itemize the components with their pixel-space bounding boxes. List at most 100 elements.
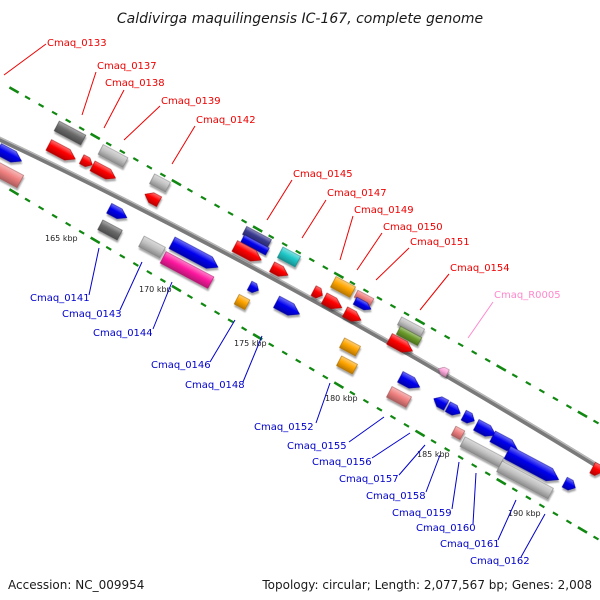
scale-tick xyxy=(322,265,329,270)
leader-line xyxy=(242,335,263,383)
leader-line xyxy=(472,472,477,525)
scale-tick xyxy=(200,195,207,201)
gene-label: Cmaq_0144 xyxy=(93,328,153,339)
gene-feature xyxy=(89,160,116,180)
scale-tick xyxy=(200,302,207,308)
genome-backbone xyxy=(0,136,600,471)
scale-tick xyxy=(457,342,464,348)
leader-line xyxy=(348,416,385,443)
gene-label: Cmaq_0151 xyxy=(410,237,470,248)
scale-tick xyxy=(89,236,101,245)
gene-label: Cmaq_0142 xyxy=(196,115,256,126)
scale-tick xyxy=(252,333,263,341)
gene-label: Cmaq_0150 xyxy=(383,222,443,233)
gene-feature xyxy=(342,306,362,322)
scale-tick xyxy=(171,284,182,293)
gene-feature xyxy=(438,366,450,378)
gene-feature xyxy=(444,401,461,416)
scale-tick xyxy=(281,350,288,356)
leader-line xyxy=(171,125,196,165)
gene-feature xyxy=(352,296,372,311)
scale-tick xyxy=(430,439,437,444)
leader-line xyxy=(152,281,173,330)
leader-line xyxy=(266,179,293,221)
scale-tick xyxy=(511,373,518,379)
scale-tick xyxy=(577,526,588,534)
gene-feature xyxy=(231,240,262,262)
scale-tick xyxy=(525,381,532,386)
scale-tick xyxy=(322,374,329,380)
gene-feature xyxy=(0,161,25,189)
gene-label: Cmaq_0146 xyxy=(151,360,211,371)
scale-tick xyxy=(8,188,20,196)
gene-feature xyxy=(78,154,93,168)
scale-label: 165 kbp xyxy=(45,234,78,243)
leader-line xyxy=(467,301,494,339)
gene-feature xyxy=(0,143,22,163)
scale-tick xyxy=(552,511,559,517)
scale-tick xyxy=(308,257,315,263)
scale-tick xyxy=(241,218,248,224)
genes_top-labels: Cmaq_0133Cmaq_0137Cmaq_0138Cmaq_0139Cmaq… xyxy=(3,38,510,311)
gene-feature xyxy=(503,445,560,482)
gene-label: Cmaq_0147 xyxy=(327,188,387,199)
gene-feature xyxy=(589,461,600,476)
scale-label: 175 kbp xyxy=(234,339,267,348)
scale-tick xyxy=(471,463,478,469)
scale-label: 180 kbp xyxy=(325,394,358,403)
scale-tick xyxy=(24,95,31,101)
gene-feature xyxy=(97,219,123,241)
gene-label: Cmaq_0158 xyxy=(366,491,426,502)
scale-tick xyxy=(444,334,451,340)
scale-tick xyxy=(471,350,478,355)
gene-label: Cmaq_0157 xyxy=(339,474,399,485)
leader-line xyxy=(301,199,327,239)
gene-feature xyxy=(310,285,323,299)
leader-line xyxy=(103,89,125,129)
scale-tick xyxy=(78,126,85,131)
gene-label: Cmaq_0145 xyxy=(293,169,353,180)
backbone-highlight xyxy=(0,136,600,467)
gene-feature xyxy=(45,139,76,161)
leader-line xyxy=(419,273,450,311)
scale-tick xyxy=(38,103,45,108)
gene-features xyxy=(0,120,600,500)
gene-feature xyxy=(473,419,497,437)
gene-feature xyxy=(269,261,289,277)
scale-tick xyxy=(119,253,126,259)
scale-ticks-inner xyxy=(8,188,600,541)
scale-tick xyxy=(592,419,600,425)
scale-tick xyxy=(349,280,356,286)
gene-feature xyxy=(276,246,302,268)
scale-tick xyxy=(403,311,410,317)
gene-label: Cmaq_0154 xyxy=(450,263,510,274)
scale-tick xyxy=(252,225,263,233)
scale-tick xyxy=(376,296,383,301)
leader-line xyxy=(209,319,236,363)
leader-line xyxy=(123,105,161,141)
leader-line xyxy=(520,513,546,558)
scale-tick xyxy=(430,326,437,332)
scale-tick xyxy=(295,249,302,255)
scale-tick xyxy=(376,406,383,412)
scale-tick xyxy=(592,535,600,541)
gene-label: Cmaq_0160 xyxy=(416,523,476,534)
scale-tick xyxy=(159,278,166,283)
gene-label: Cmaq_0148 xyxy=(185,380,245,391)
scale-tick xyxy=(525,495,532,501)
gene-label: Cmaq_0161 xyxy=(440,539,500,550)
gene-feature xyxy=(144,192,163,208)
gene-feature xyxy=(395,325,423,347)
scale-tick xyxy=(227,211,234,216)
scale-tick xyxy=(268,234,275,240)
gene-feature xyxy=(561,476,576,491)
scale-tick xyxy=(65,221,72,227)
scale-tick xyxy=(362,288,369,294)
scale-tick xyxy=(333,381,345,389)
scale-tick xyxy=(105,141,112,147)
scale-tick xyxy=(552,396,559,402)
gene-label: Cmaq_0139 xyxy=(161,96,221,107)
scale-tick xyxy=(349,390,356,396)
